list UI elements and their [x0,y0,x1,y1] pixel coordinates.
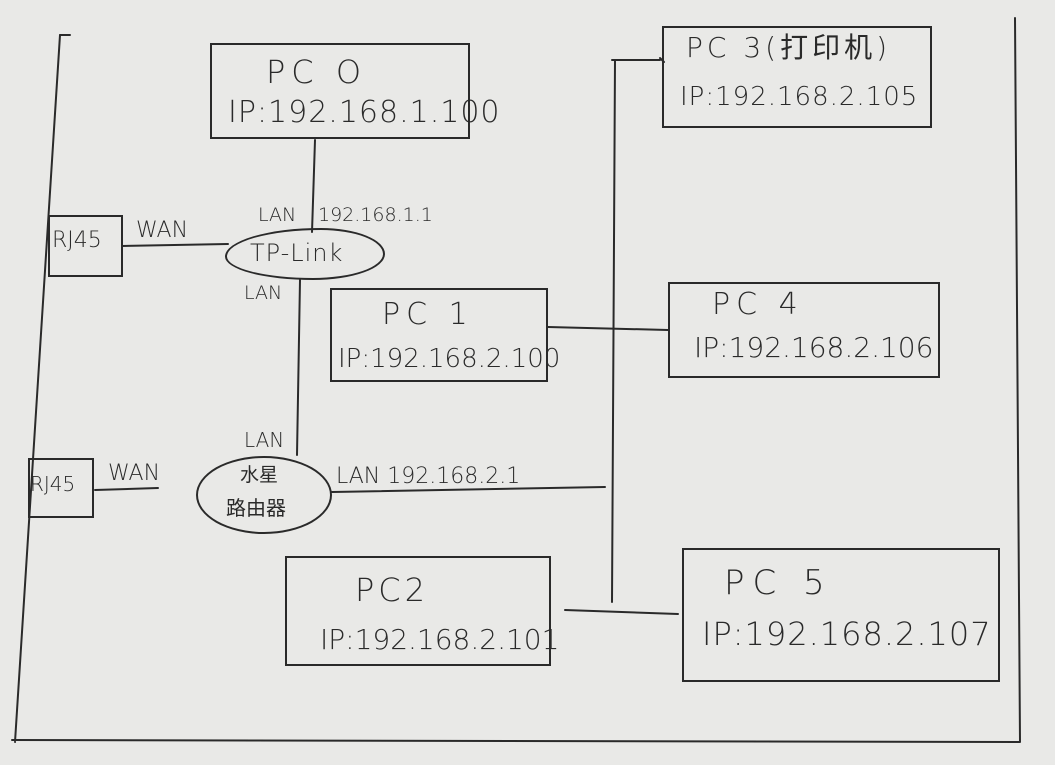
pc1-box [330,288,548,382]
wire-bus [611,59,661,603]
pc5-ip: IP:192.168.2.107 [702,615,992,653]
mercury-name-line1: 水星 [240,464,279,486]
tplink-lan-bottom: LAN [244,282,283,304]
outer-frame [11,17,1021,743]
rj45-upper-label: RJ45 [52,228,102,253]
pc0-ip: IP:192.168.1.100 [228,95,501,130]
wan-upper-label: WAN [136,218,189,243]
tplink-name: TP-Link [250,239,344,267]
wire-tplink-mercury [296,279,301,456]
pc3-name: PC 3(打印机) [686,31,891,64]
tplink-lan-ip: 192.168.1.1 [318,204,433,226]
pc1-ip: IP:192.168.2.100 [338,344,561,374]
pc0-box [210,43,470,139]
tplink-lan-top: LAN [258,204,297,226]
rj45-lower-box [28,458,94,518]
rj45-upper-box [48,215,123,277]
wire-pc2-pc5 [564,609,679,615]
pc2-ip: IP:192.168.2.101 [320,623,560,656]
wire-rj45-tplink [121,243,229,247]
pc4-ip: IP:192.168.2.106 [694,331,934,364]
pc4-name: PC 4 [712,287,804,322]
mercury-lan-top: LAN [244,428,285,452]
pc5-name: PC 5 [724,563,833,603]
wire-lower-rj45 [94,487,159,491]
wire-pc0-tplink [311,139,316,233]
pc3-ip: IP:192.168.2.105 [680,82,919,112]
pc2-box [285,556,551,666]
mercury-lan-label: LAN 192.168.2.1 [336,464,521,489]
wan-lower-label: WAN [108,461,161,486]
wire-mercury-lan [331,486,606,493]
mercury-oval [196,456,332,534]
rj45-lower-label: RJ45 [30,472,76,496]
pc1-name: PC 1 [382,297,474,332]
tplink-oval [225,228,385,280]
wire-pc1-pc4 [547,326,669,331]
pc5-box [682,548,1000,682]
mercury-name-line2: 路由器 [226,496,286,520]
pc2-name: PC2 [355,571,429,609]
pc3-box [662,26,932,128]
pc4-box [668,282,940,378]
pc0-name: PC O [266,53,367,91]
